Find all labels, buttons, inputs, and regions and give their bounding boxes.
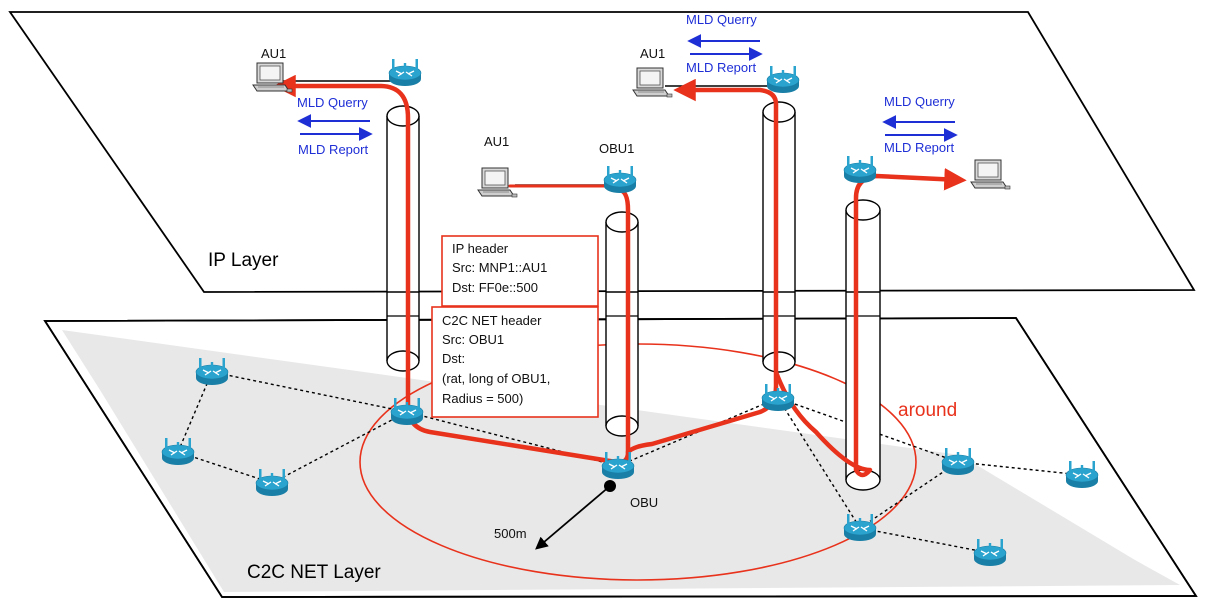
mld-right-report: MLD Report	[884, 140, 954, 155]
host-obu1: OBU1	[599, 141, 634, 156]
host-au1-mid: AU1	[484, 134, 509, 149]
c2c-layer-label: C2C NET Layer	[247, 562, 381, 583]
mld-left-query: MLD Querry	[297, 95, 368, 110]
c2c-links	[177, 371, 1083, 554]
ip-header-box	[441, 235, 599, 307]
host-au1-top: AU1	[640, 46, 665, 61]
c2c-header-title: C2C NET header	[442, 313, 542, 328]
radius-arrow-icon	[535, 485, 611, 550]
host-au1-left: AU1	[261, 46, 286, 61]
mld-right-query: MLD Querry	[884, 94, 955, 109]
tunnel-cylinders	[386, 101, 881, 491]
around-label: around	[898, 400, 957, 421]
ip-header-dst: Dst: FF0e::500	[452, 280, 538, 295]
ip-header-title: IP header	[452, 241, 509, 256]
ip-header-src: Src: MNP1::AU1	[452, 260, 547, 275]
c2c-header-dst: Dst:	[442, 351, 465, 366]
mld-top-report: MLD Report	[686, 60, 756, 75]
radius-label: 500m	[494, 526, 527, 541]
c2c-header-box	[431, 306, 599, 418]
c2c-header-dst-line2: Radius = 500)	[442, 391, 523, 406]
mld-top-query: MLD Querry	[686, 12, 757, 27]
c2c-header-dst-line1: (rat, long of OBU1,	[442, 371, 550, 386]
ip-layer-plane	[8, 11, 1196, 293]
arrow-icon	[297, 34, 958, 142]
mld-left-report: MLD Report	[298, 142, 368, 157]
c2c-header-src: Src: OBU1	[442, 332, 504, 347]
ip-layer-label: IP Layer	[208, 250, 279, 271]
host-obu: OBU	[630, 495, 658, 510]
